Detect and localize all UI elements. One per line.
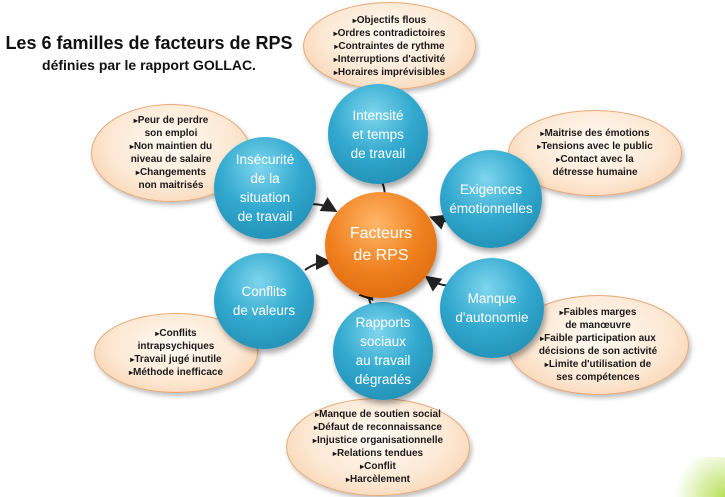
family-label-line: au travail (355, 353, 411, 368)
diagram-title: Les 6 familles de facteurs de RPS défini… (4, 32, 294, 76)
item: niveau de salaire (130, 154, 212, 165)
item: Travail jugé inutile (129, 353, 223, 366)
item: Interruptions d'activité (334, 53, 446, 66)
item: Ordres contradictoires (334, 27, 446, 40)
family-label-line: Intensité (352, 107, 404, 123)
item: Horaires imprévisibles (334, 66, 446, 79)
family-rapports: Rapports sociaux au travail dégradés (333, 302, 433, 400)
family-label-line: Conflits (241, 284, 287, 299)
item: Peur de perdre (130, 114, 212, 127)
family-exigences: Exigences émotionnelles (440, 150, 542, 248)
family-conflits: Conflits de valeurs (214, 253, 314, 349)
corner-glow (665, 457, 725, 497)
bubble-rapports: Manque de soutien social Défaut de recon… (286, 398, 470, 496)
item: non maitrisés (138, 180, 204, 191)
family-label-line: de la (250, 171, 280, 186)
family-intensite: Intensité et temps de travail (328, 84, 428, 184)
item: son emploi (144, 128, 198, 139)
item: Conflit (313, 460, 443, 473)
item: Relations tendues (313, 447, 443, 460)
center-rps: Facteurs de RPS (325, 192, 437, 298)
item: Faible participation aux (539, 332, 657, 345)
item: ses compétences (556, 372, 640, 383)
item: Maitrise des émotions (537, 127, 653, 140)
item: Méthode inefficace (129, 366, 223, 379)
item: Objectifs flous (334, 14, 446, 27)
item: Limite d'utilisation de (539, 358, 657, 371)
item: décisions de son activité (538, 346, 658, 357)
title-line-1: Les 6 familles de facteurs de RPS (5, 33, 293, 53)
item: Harcèlement (313, 473, 443, 486)
family-label-line: de travail (350, 145, 406, 161)
family-label-line: sociaux (360, 334, 406, 349)
item: Tensions avec le public (537, 140, 653, 153)
center-line-2: de RPS (353, 247, 409, 264)
family-label-line: de valeurs (232, 303, 296, 318)
family-label-line: et temps (352, 126, 404, 142)
family-label-line: émotionnelles (449, 201, 533, 216)
item: détresse humaine (552, 167, 638, 178)
item: Changements (130, 166, 212, 179)
family-label-line: Manque (467, 291, 517, 306)
item: Injustice organisationnelle (313, 434, 443, 447)
item: Conflits (129, 327, 223, 340)
item: Contact avec la (537, 153, 653, 166)
item: Contraintes de rythme (334, 40, 446, 53)
item: de manœuvre (565, 320, 631, 331)
family-label-line: de travail (237, 209, 293, 224)
center-line-1: Facteurs (349, 225, 413, 242)
family-autonomie: Manque d'autonomie (440, 258, 544, 358)
title-line-2: définies par le rapport GOLLAC. (42, 57, 256, 73)
family-label-line: d'autonomie (455, 310, 529, 325)
arrow-conflits (304, 254, 332, 271)
item: Non maintien du (130, 140, 212, 153)
item: intrapsychiques (137, 341, 215, 352)
item: Faibles marges (539, 306, 657, 319)
item: Défaut de reconnaissance (313, 421, 443, 434)
family-label-line: Exigences (459, 182, 523, 197)
family-label-line: Insécurité (235, 152, 295, 167)
family-label-line: dégradés (354, 372, 412, 387)
family-label-line: Rapports (355, 315, 411, 330)
family-label-line: situation (239, 190, 291, 205)
item: Manque de soutien social (313, 408, 443, 421)
family-insecurite: Insécurité de la situation de travail (214, 137, 316, 239)
